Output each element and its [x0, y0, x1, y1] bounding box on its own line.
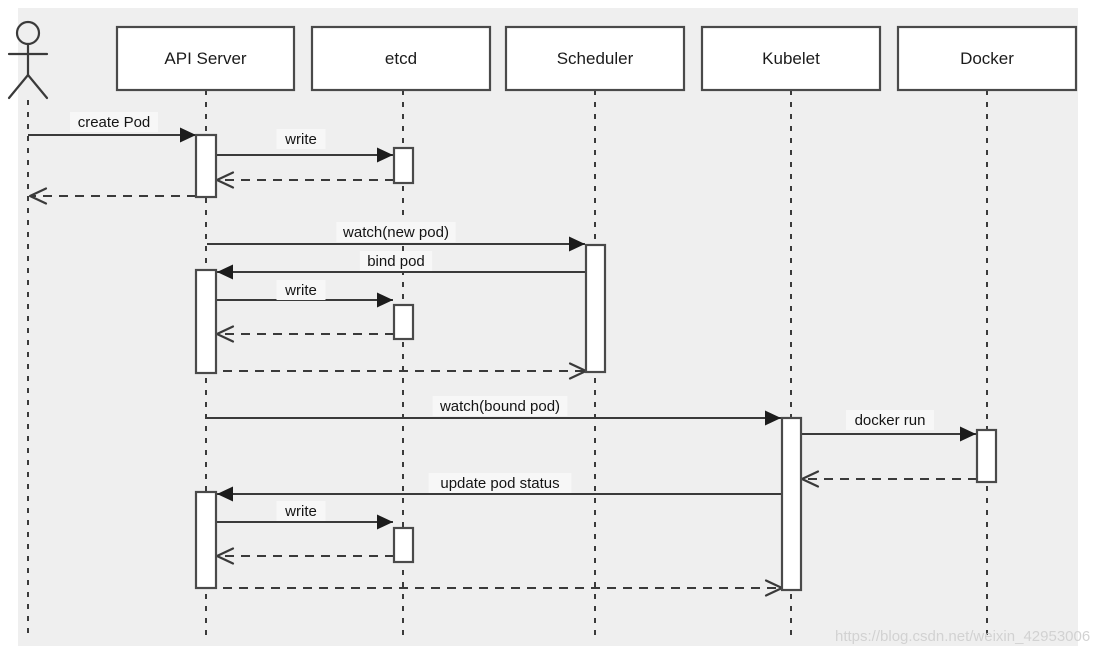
activation-bar-etcd[interactable]: [392, 303, 415, 341]
activation-bar-etcd[interactable]: [392, 146, 415, 185]
message-group: [28, 127, 977, 597]
message-label-text-m10: watch(bound pod): [439, 398, 560, 415]
message-label-m14: write: [276, 501, 326, 521]
arrowhead-filled-m13: [217, 486, 233, 502]
arrowhead-filled-m11: [960, 426, 976, 442]
activation-bar-docker[interactable]: [975, 428, 998, 484]
diagram-background: [18, 8, 1078, 646]
message-label-bg-m5: [336, 222, 456, 242]
message-m2[interactable]: [216, 147, 393, 163]
message-m1[interactable]: [28, 127, 196, 143]
message-label-bg-m13: [428, 473, 572, 493]
participant-docker[interactable]: Docker: [896, 25, 1078, 92]
message-m13[interactable]: [217, 486, 782, 502]
participant-box-scheduler: [504, 25, 686, 92]
message-label-text-m2: write: [284, 131, 317, 148]
arrowhead-filled-m14: [377, 514, 393, 530]
watermark-text: https://blog.csdn.net/weixin_42953006: [835, 628, 1090, 645]
actor-leg-right-icon: [26, 73, 49, 100]
activation-bar-kubelet[interactable]: [780, 416, 803, 592]
activation-bar-etcd[interactable]: [392, 526, 415, 564]
lifeline-group: [27, 90, 988, 636]
actor-leg-left-icon: [7, 73, 30, 100]
participant-kubelet[interactable]: Kubelet: [700, 25, 882, 92]
activation-bar-apiserver[interactable]: [194, 490, 218, 590]
message-m4[interactable]: [28, 187, 196, 205]
participant-label-etcd: etcd: [385, 49, 417, 68]
message-label-m10: watch(bound pod): [432, 396, 568, 416]
participant-scheduler[interactable]: Scheduler: [504, 25, 686, 92]
message-label-text-m7: write: [284, 282, 317, 299]
participant-box-apiserver: [115, 25, 296, 92]
message-label-m5: watch(new pod): [336, 222, 456, 242]
message-label-m6: bind pod: [359, 251, 433, 271]
message-m6[interactable]: [217, 264, 586, 280]
message-label-text-m5: watch(new pod): [342, 224, 449, 241]
message-m10[interactable]: [207, 410, 781, 426]
message-m11[interactable]: [801, 426, 976, 442]
activation-group: [194, 133, 998, 592]
arrowhead-filled-m6: [217, 264, 233, 280]
message-label-text-m1: create Pod: [78, 114, 151, 131]
participant-box-etcd: [310, 25, 492, 92]
participant-box-docker: [896, 25, 1078, 92]
message-label-m2: write: [276, 129, 326, 149]
participant-label-apiserver: API Server: [164, 49, 247, 68]
message-label-text-m14: write: [284, 503, 317, 520]
arrowhead-filled-m10: [765, 410, 781, 426]
message-m14[interactable]: [216, 514, 393, 530]
activation-bar-apiserver[interactable]: [194, 133, 218, 199]
message-label-bg-m1: [70, 112, 158, 132]
message-label-m13: update pod status: [428, 473, 572, 493]
participant-label-scheduler: Scheduler: [557, 49, 634, 68]
participant-etcd[interactable]: etcd: [310, 25, 492, 92]
message-label-text-m13: update pod status: [440, 475, 559, 492]
participant-label-docker: Docker: [960, 49, 1014, 68]
arrowhead-filled-m2: [377, 147, 393, 163]
participant-apiserver[interactable]: API Server: [115, 25, 296, 92]
participant-label-kubelet: Kubelet: [762, 49, 820, 68]
message-m5[interactable]: [207, 236, 585, 252]
message-label-bg-m11: [846, 410, 934, 430]
message-label-text-m6: bind pod: [367, 253, 425, 270]
participant-box-kubelet: [700, 25, 882, 92]
activation-bar-scheduler[interactable]: [584, 243, 607, 374]
actor-icon: [7, 20, 49, 100]
message-label-bg-m10: [432, 396, 568, 416]
message-label-bg-m2: [276, 129, 326, 149]
arrowhead-open-m4: [28, 187, 48, 205]
message-label-m7: write: [276, 280, 326, 300]
message-label-m1: create Pod: [70, 112, 158, 132]
participant-box-group: API Server etcd Scheduler Kubelet Docker: [115, 25, 1078, 92]
message-label-bg-m6: [359, 251, 433, 271]
arrowhead-filled-m1: [180, 127, 196, 143]
message-label-text-m11: docker run: [855, 412, 926, 429]
arrowhead-filled-m5: [569, 236, 585, 252]
arrowhead-filled-m7: [377, 292, 393, 308]
message-label-bg-m7: [276, 280, 326, 300]
message-label-m11: docker run: [846, 410, 934, 430]
message-label-bg-m14: [276, 501, 326, 521]
activation-bar-apiserver[interactable]: [194, 268, 218, 375]
message-label-group: create Pod write watch(new pod) bind pod wri…: [70, 112, 934, 521]
